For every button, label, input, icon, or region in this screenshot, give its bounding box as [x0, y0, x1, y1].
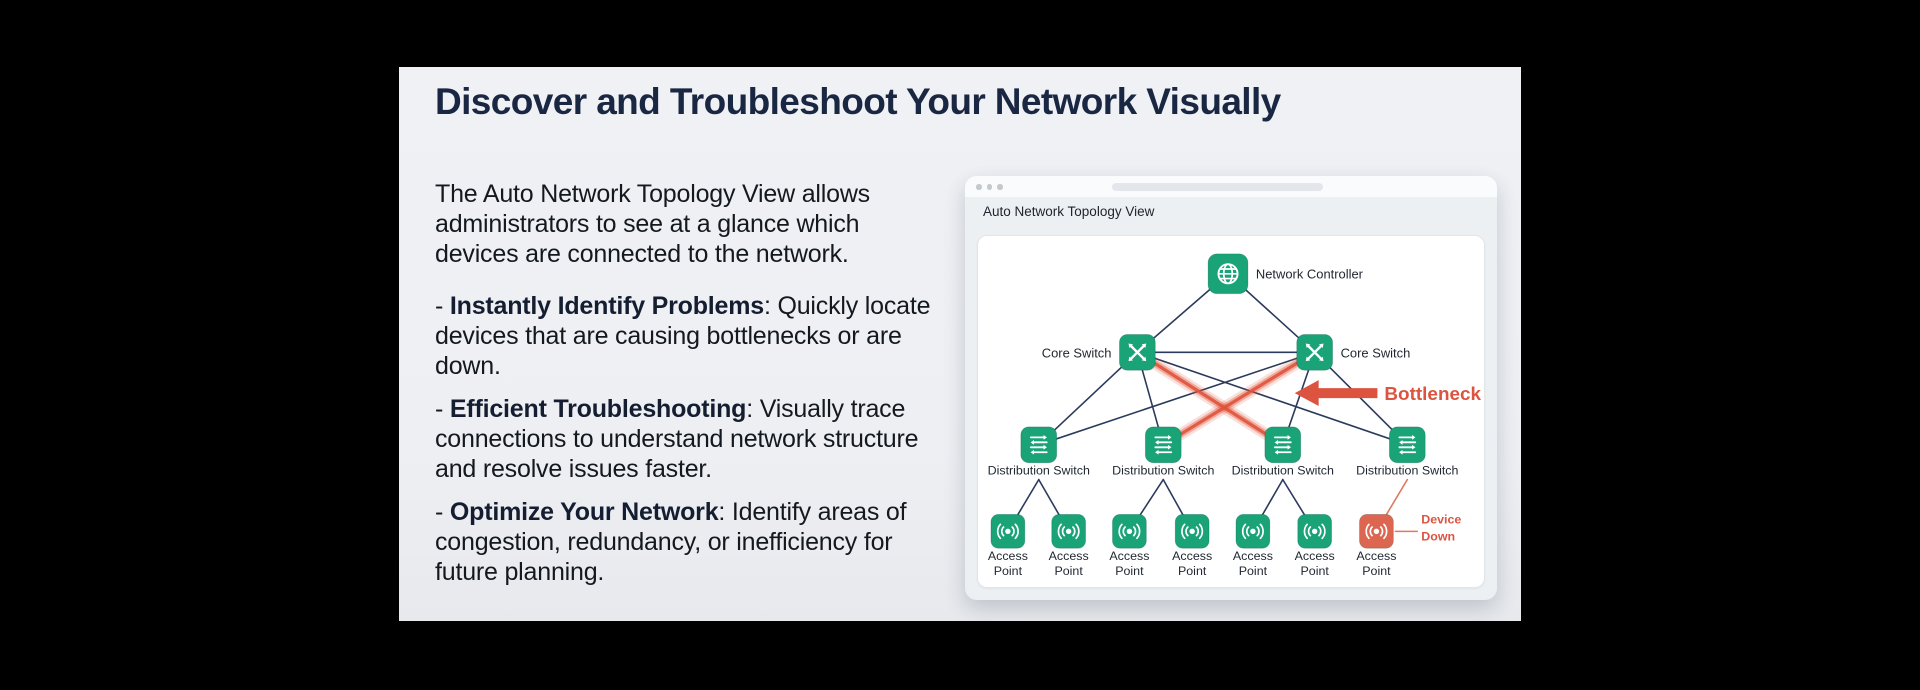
slide: Discover and Troubleshoot Your Network V… [399, 67, 1521, 621]
svg-text:Access: Access [1172, 549, 1212, 563]
bottleneck-links [1131, 346, 1321, 451]
bullet-item: - Instantly Identify Problems: Quickly l… [435, 292, 931, 380]
svg-text:Point: Point [1300, 564, 1329, 578]
ds3-node: Distribution Switch [1232, 426, 1334, 478]
svg-text:Distribution Switch: Distribution Switch [1232, 464, 1334, 478]
core1-node: Core Switch [1042, 334, 1156, 371]
svg-text:Point: Point [1362, 564, 1391, 578]
bullet-lead: Optimize Your Network [449, 498, 719, 526]
svg-text:Bottleneck: Bottleneck [1384, 384, 1481, 405]
bullet-item: - Optimize Your Network: Identify areas … [435, 498, 907, 586]
svg-text:Point: Point [1054, 564, 1083, 578]
svg-text:Point: Point [1239, 564, 1268, 578]
ds2-node: Distribution Switch [1112, 426, 1214, 478]
window-control-dots [976, 184, 1003, 190]
svg-text:Access: Access [1356, 549, 1396, 563]
bottleneck-arrow-icon [1294, 380, 1378, 407]
bullet-lead: Efficient Troubleshooting [449, 395, 747, 423]
bullet-lead: Instantly Identify Problems [449, 292, 764, 320]
svg-text:Access: Access [988, 549, 1028, 563]
bullet-item: - Efficient Troubleshooting: Visually tr… [435, 395, 919, 483]
svg-text:Core Switch: Core Switch [1341, 345, 1411, 360]
svg-text:Distribution Switch: Distribution Switch [988, 464, 1090, 478]
svg-text:Point: Point [1115, 564, 1144, 578]
svg-text:Core Switch: Core Switch [1042, 345, 1112, 360]
window-titlebar [965, 176, 1497, 197]
intro-paragraph: The Auto Network Topology View allows ad… [435, 180, 870, 268]
core2-node: Core Switch [1296, 334, 1411, 371]
bullet-list: - Instantly Identify Problems: Quickly l… [435, 291, 955, 600]
svg-text:Device: Device [1421, 512, 1461, 526]
svg-text:Access: Access [1109, 549, 1149, 563]
svg-text:Down: Down [1421, 529, 1455, 543]
svg-text:Access: Access [1049, 549, 1089, 563]
svg-text:Point: Point [1178, 564, 1207, 578]
url-bar-placeholder [1112, 183, 1323, 191]
svg-text:Point: Point [994, 564, 1023, 578]
svg-text:Distribution Switch: Distribution Switch [1112, 464, 1214, 478]
page-title: Discover and Troubleshoot Your Network V… [435, 81, 1281, 122]
ds4-node: Distribution Switch [1356, 426, 1459, 478]
window-dot-icon [976, 184, 982, 190]
bottleneck-annotation: Bottleneck [1294, 380, 1482, 407]
svg-text:Network Controller: Network Controller [1256, 267, 1364, 282]
svg-text:Access: Access [1233, 549, 1273, 563]
window-dot-icon [986, 184, 992, 190]
svg-text:Distribution Switch: Distribution Switch [1356, 464, 1458, 478]
controller-node: Network Controller [1207, 253, 1364, 295]
window-caption: Auto Network Topology View [983, 204, 1155, 219]
svg-text:Access: Access [1295, 549, 1335, 563]
window-dot-icon [997, 184, 1003, 190]
ds1-node: Distribution Switch [988, 426, 1090, 478]
